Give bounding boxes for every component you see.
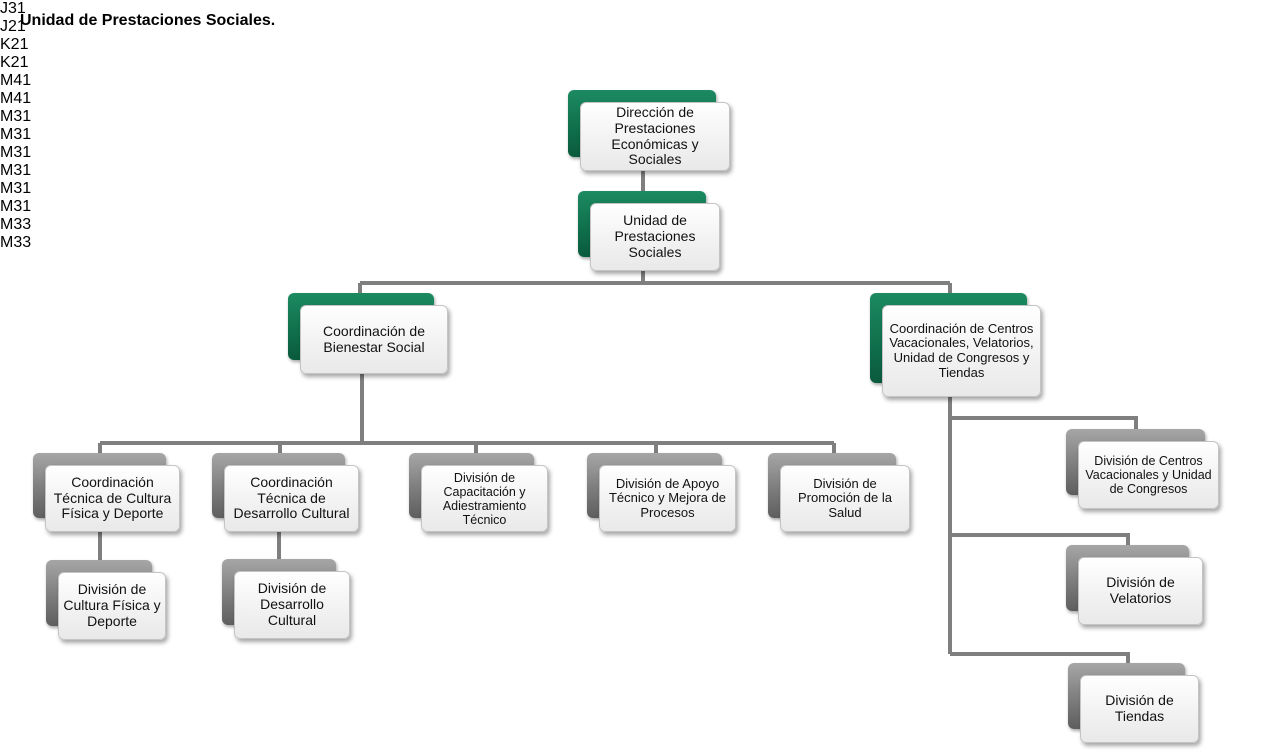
org-node-j31: Dirección de Prestaciones Económicas y S… — [568, 90, 742, 183]
org-node-code: J31 — [0, 0, 26, 17]
org-node-m41a: Coordinación Técnica de Cultura Física y… — [33, 453, 192, 544]
org-node-label: División de Cultura Física y Deporte — [58, 572, 166, 640]
org-node-label: División de Centros Vacacionales y Unida… — [1078, 441, 1219, 509]
org-node-m33b: División de Tiendas — [1068, 663, 1211, 755]
org-node-m31f: División de Centros Vacacionales y Unida… — [1066, 429, 1231, 521]
org-node-m31a: División de Capacitación y Adiestramient… — [409, 453, 560, 544]
connector-k21-centros-bus — [948, 386, 1138, 675]
org-node-code: J21 — [0, 18, 26, 35]
org-node-code: M41 — [0, 72, 32, 89]
org-node-k21b: Coordinación de Centros Vacacionales, Ve… — [870, 293, 1053, 409]
org-node-m31d: División de Cultura Física y Deporte — [46, 560, 178, 652]
org-node-label: Unidad de Prestaciones Sociales — [590, 203, 720, 271]
org-node-code: K21 — [0, 36, 29, 53]
page-title: Unidad de Prestaciones Sociales. — [20, 12, 276, 29]
org-node-label: División de Desarrollo Cultural — [234, 571, 350, 639]
org-node-m31c: División de Promoción de la Salud — [768, 453, 922, 544]
org-node-j21: Unidad de Prestaciones Sociales — [578, 191, 732, 283]
org-node-label: División de Capacitación y Adiestramient… — [421, 465, 548, 532]
org-node-code: M33 — [0, 216, 32, 233]
org-node-m33a: División de Velatorios — [1066, 545, 1215, 637]
org-node-label: División de Tiendas — [1080, 675, 1199, 743]
org-node-label: Dirección de Prestaciones Económicas y S… — [580, 102, 730, 171]
org-node-m31b: División de Apoyo Técnico y Mejora de Pr… — [587, 453, 748, 544]
org-node-code: M31 — [0, 180, 32, 197]
org-node-label: División de Apoyo Técnico y Mejora de Pr… — [599, 465, 736, 532]
org-node-label: Coordinación Técnica de Cultura Física y… — [45, 465, 180, 532]
org-node-label: Coordinación de Centros Vacacionales, Ve… — [882, 305, 1041, 397]
org-node-code: M41 — [0, 90, 32, 107]
org-node-label: Coordinación Técnica de Desarrollo Cultu… — [224, 465, 359, 532]
org-node-label: División de Velatorios — [1078, 557, 1203, 625]
org-node-label: División de Promoción de la Salud — [780, 465, 910, 532]
org-node-label: Coordinación de Bienestar Social — [300, 305, 448, 374]
org-node-k21a: Coordinación de Bienestar Social — [288, 293, 460, 386]
org-node-code: M31 — [0, 126, 32, 143]
org-node-code: M31 — [0, 108, 32, 125]
connector-k21-bienestar-bus — [98, 362, 836, 465]
org-node-code: M33 — [0, 234, 32, 251]
org-node-code: M31 — [0, 144, 32, 161]
org-node-m41b: Coordinación Técnica de Desarrollo Cultu… — [212, 453, 371, 544]
org-node-code: M31 — [0, 198, 32, 215]
org-node-m31e: División de Desarrollo Cultural — [222, 559, 362, 651]
org-node-code: K21 — [0, 54, 29, 71]
org-node-code: M31 — [0, 162, 32, 179]
